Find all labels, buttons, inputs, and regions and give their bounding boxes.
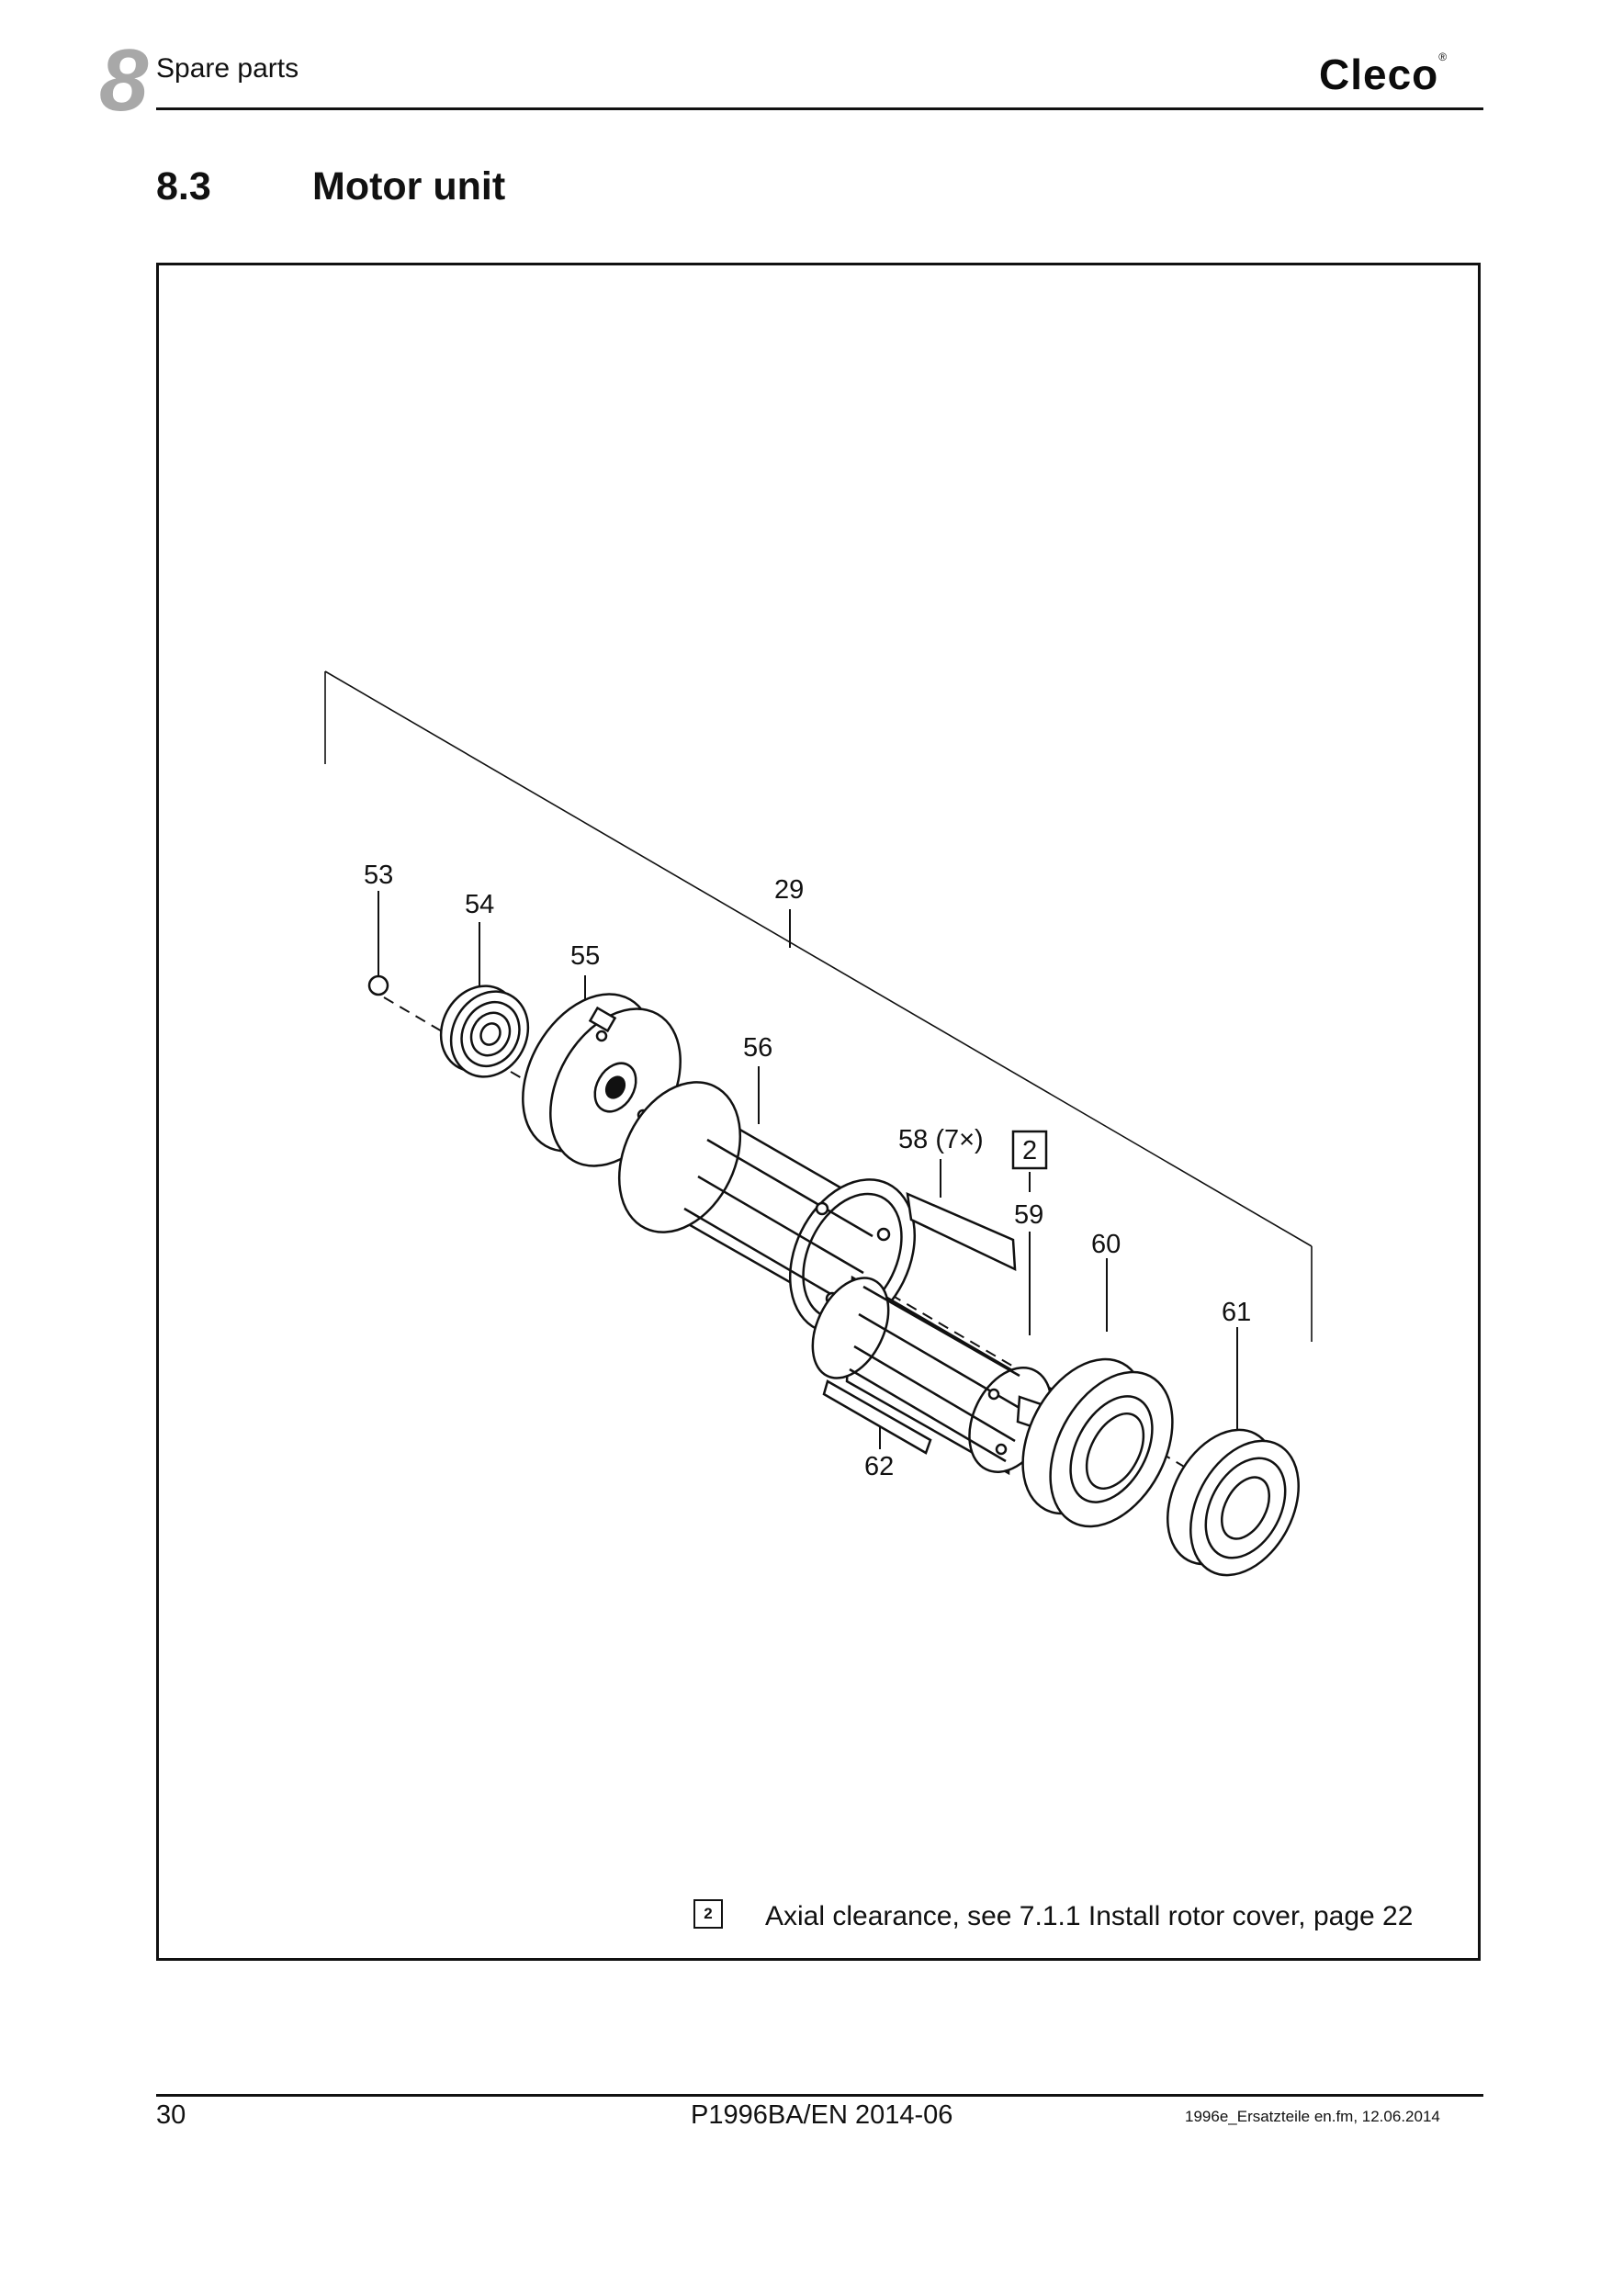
brand-name: Cleco xyxy=(1319,51,1439,98)
note-text: Axial clearance, see 7.1.1 Install rotor… xyxy=(765,1901,1414,1931)
note-ref-box xyxy=(1011,1130,1048,1170)
part-61-bearing xyxy=(1167,1428,1300,1577)
callout-60: 60 xyxy=(1091,1230,1121,1259)
exploded-parts-diagram: 53 54 55 29 56 58 (7×) 2 59 60 61 62 xyxy=(324,670,1313,1577)
figure-frame xyxy=(156,263,1481,1961)
note-ref-box: 2 xyxy=(693,1899,723,1929)
callout-62: 62 xyxy=(864,1452,894,1481)
callout-29: 29 xyxy=(774,875,804,905)
section-number: 8.3 xyxy=(156,164,211,208)
file-info: 1996e_Ersatzteile en.fm, 12.06.2014 xyxy=(1185,2108,1440,2125)
callout-54: 54 xyxy=(465,890,494,919)
part-62-pin xyxy=(822,1379,932,1455)
document-id: P1996BA/EN 2014-06 xyxy=(691,2100,953,2130)
section-title: Motor unit xyxy=(312,164,506,208)
assembly-bracket-line xyxy=(324,670,1313,1247)
callout-53: 53 xyxy=(364,861,393,890)
callout-note-ref: 2 xyxy=(1022,1136,1037,1165)
chapter-title: Spare parts xyxy=(156,53,299,84)
header-rule xyxy=(156,107,1483,110)
chapter-number: 8 xyxy=(99,31,148,129)
callout-56: 56 xyxy=(743,1033,772,1063)
page-number: 30 xyxy=(156,2100,186,2130)
callout-55: 55 xyxy=(570,941,600,971)
part-rotor xyxy=(811,1275,1053,1476)
part-60-rotor-cover xyxy=(1021,1357,1174,1528)
part-58-vane xyxy=(906,1191,1017,1272)
footer-rule xyxy=(156,2094,1483,2097)
part-53-ball xyxy=(367,974,389,996)
callout-59: 59 xyxy=(1014,1200,1043,1230)
brand-logo: Cleco® xyxy=(1319,51,1448,98)
brand-registered-mark: ® xyxy=(1438,51,1448,63)
callout-58: 58 (7×) xyxy=(898,1125,984,1154)
callout-61: 61 xyxy=(1222,1298,1251,1327)
part-54-bearing xyxy=(439,985,530,1078)
